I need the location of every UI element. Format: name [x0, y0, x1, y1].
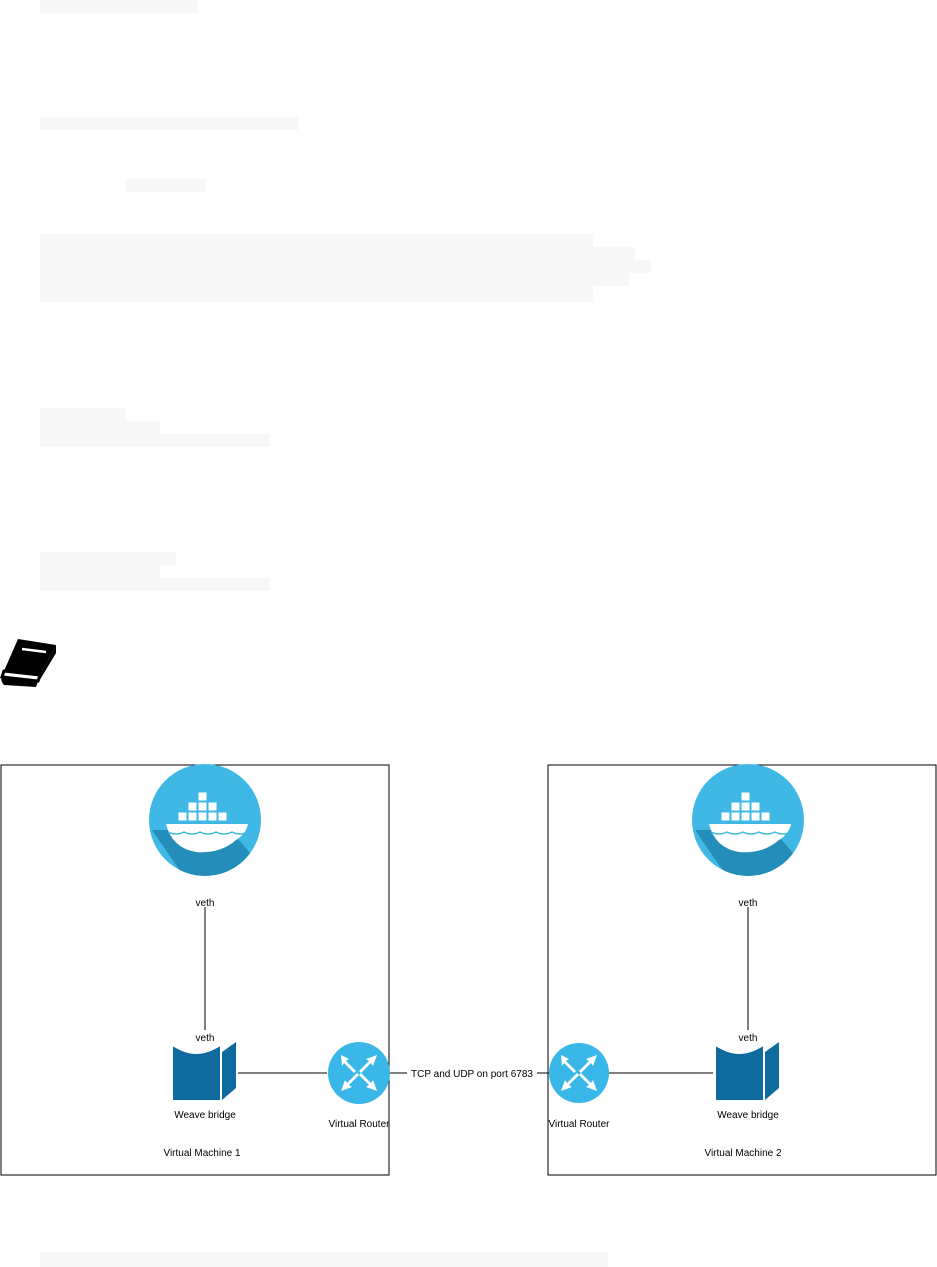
redacted-text-line: [40, 552, 176, 565]
vm1-title: Virtual Machine 1: [163, 1148, 241, 1159]
redacted-text-line: [40, 565, 160, 578]
redacted-code-line: [593, 273, 629, 286]
redacted-text-line: [40, 578, 270, 591]
docker-container-icon: [149, 764, 261, 876]
vm1-bridge-veth-label: veth: [196, 1033, 215, 1044]
redacted-code-line: [593, 260, 651, 273]
weave-network-diagram: veth veth Weave bridge Virtual Router Vi…: [0, 764, 937, 1176]
vm1-container-veth-label: veth: [196, 898, 215, 909]
book-icon: [0, 639, 56, 687]
redacted-text-line: [40, 1252, 608, 1267]
vm2-container-veth-label: veth: [739, 898, 758, 909]
virtual-router-icon: [549, 1043, 609, 1103]
vm2-title: Virtual Machine 2: [704, 1148, 782, 1159]
virtual-router-icon: [328, 1042, 390, 1104]
docker-container-icon: [692, 764, 804, 876]
redacted-code-block: [40, 234, 593, 302]
redacted-text-line: [126, 179, 206, 192]
vm1-router-label: Virtual Router: [329, 1119, 391, 1130]
redacted-code-line: [593, 247, 635, 260]
vm2-router-label: Virtual Router: [549, 1119, 611, 1130]
vm2-bridge-label: Weave bridge: [717, 1110, 779, 1121]
vm2-bridge-veth-label: veth: [739, 1033, 758, 1044]
redacted-text-line: [40, 117, 298, 130]
weave-bridge-icon: [713, 1042, 779, 1100]
link-protocol-label: TCP and UDP on port 6783: [411, 1069, 533, 1080]
redacted-text-line: [40, 408, 126, 421]
weave-bridge-icon: [170, 1042, 236, 1100]
redacted-text-line: [40, 434, 270, 447]
redacted-text-line: [40, 421, 160, 434]
vm1-bridge-label: Weave bridge: [174, 1110, 236, 1121]
redacted-text-line: [40, 0, 198, 13]
